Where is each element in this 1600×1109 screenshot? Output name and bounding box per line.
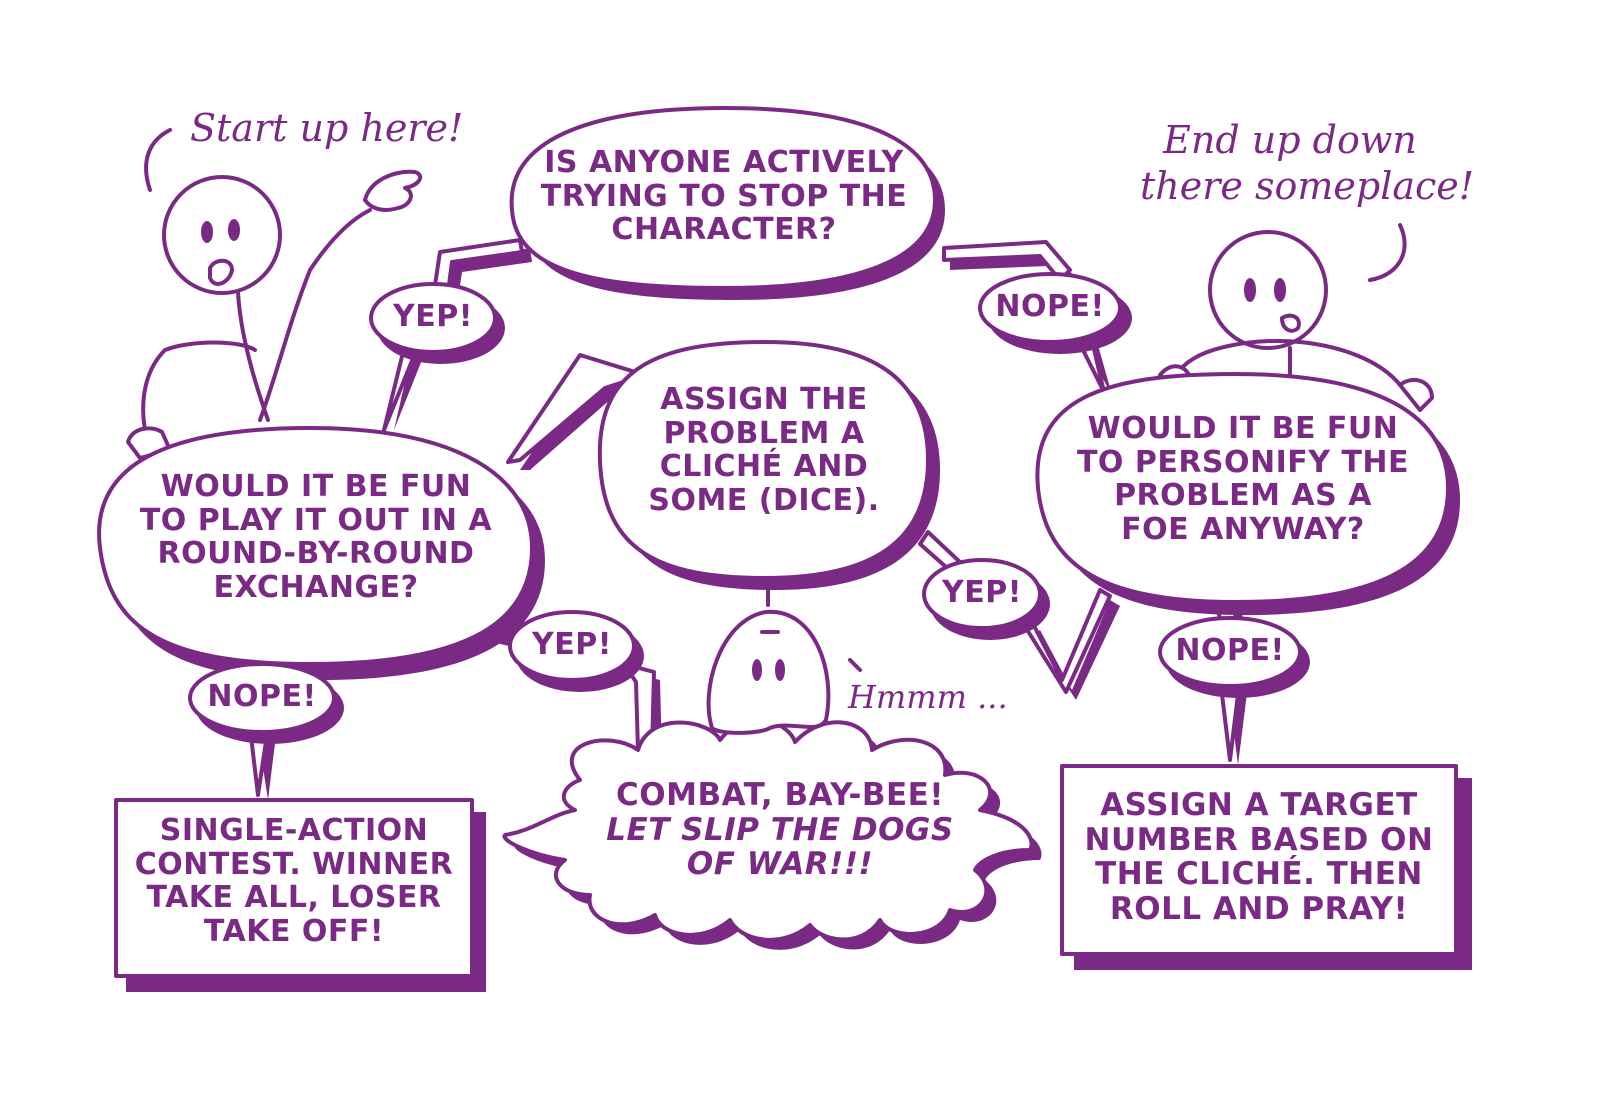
node-line: ASSIGN THE — [660, 382, 868, 417]
node-line: ROUND-BY-ROUND — [157, 536, 475, 572]
edge-label-nope: NOPE! — [1175, 633, 1285, 668]
node-round-question: WOULD IT BE FUN TO PLAY IT OUT IN A ROUN… — [100, 470, 532, 604]
end-caption-line-1: End up down — [1163, 118, 1417, 162]
edge-label-yep: YEP! — [393, 299, 473, 334]
node-line: PROBLEM A — [663, 415, 865, 451]
node-line: TRYING TO STOP THE — [540, 178, 908, 214]
node-target-number: ASSIGN A TARGET NUMBER BASED ON THE CLIC… — [1062, 788, 1456, 927]
edge-label-nope: NOPE! — [995, 289, 1105, 324]
node-line: LET SLIP THE DOGS — [606, 811, 954, 848]
node-line: COMBAT, BAY-BEE! — [616, 777, 944, 813]
end-caption-line-2: there someplace! — [1140, 163, 1475, 208]
start-caption: Start up here! — [190, 106, 464, 150]
stick-figure-right — [1158, 223, 1434, 412]
node-line: TO PLAY IT OUT IN A — [139, 502, 493, 538]
node-line: OF WAR!!! — [686, 846, 874, 883]
node-line: WOULD IT BE FUN — [1087, 411, 1399, 446]
result-boxes — [114, 764, 1472, 992]
bubble-shapes — [97, 106, 1460, 680]
node-line: CHARACTER? — [611, 212, 837, 248]
node-line: NUMBER BASED ON — [1084, 821, 1434, 858]
edge-label-yep: YEP! — [532, 627, 612, 662]
node-line: CLICHÉ AND — [659, 449, 869, 485]
node-line: TAKE ALL, LOSER — [146, 880, 442, 916]
node-line: ROLL AND PRAY! — [1109, 891, 1409, 928]
node-line: FOE ANYWAY? — [1121, 511, 1365, 547]
end-caption: End up down there someplace! — [1140, 118, 1475, 209]
node-line: TO PERSONIFY THE — [1076, 444, 1410, 480]
node-line: WOULD IT BE FUN — [160, 469, 472, 504]
node-assign-cliche: ASSIGN THE PROBLEM A CLICHÉ AND SOME (DI… — [600, 383, 928, 517]
node-line: TAKE OFF! — [203, 913, 385, 949]
combat-burst — [502, 717, 1042, 950]
edge-label-yep: YEP! — [942, 575, 1022, 610]
node-line: CONTEST. WINNER — [134, 846, 454, 882]
edge-label-nope: NOPE! — [207, 679, 317, 714]
edge-label-bubbles — [188, 272, 1310, 744]
node-line: IS ANYONE ACTIVELY — [544, 145, 904, 180]
hmm-caption: Hmmm ... — [848, 678, 1008, 716]
node-line: EXCHANGE? — [213, 569, 419, 605]
stick-figure-center — [706, 609, 862, 735]
node-line: PROBLEM AS A — [1114, 478, 1372, 514]
stick-figure-left — [126, 128, 423, 460]
node-personify-question: WOULD IT BE FUN TO PERSONIFY THE PROBLEM… — [1038, 412, 1448, 546]
node-stop-question: IS ANYONE ACTIVELY TRYING TO STOP THE CH… — [512, 146, 936, 247]
node-line: THE CLICHÉ. THEN — [1095, 856, 1423, 893]
node-line: SOME (DICE). — [648, 482, 880, 518]
node-single-action: SINGLE-ACTION CONTEST. WINNER TAKE ALL, … — [116, 814, 472, 948]
node-line: ASSIGN A TARGET — [1100, 787, 1418, 823]
node-line: SINGLE-ACTION — [159, 813, 429, 848]
node-combat: COMBAT, BAY-BEE! LET SLIP THE DOGS OF WA… — [560, 778, 1000, 882]
